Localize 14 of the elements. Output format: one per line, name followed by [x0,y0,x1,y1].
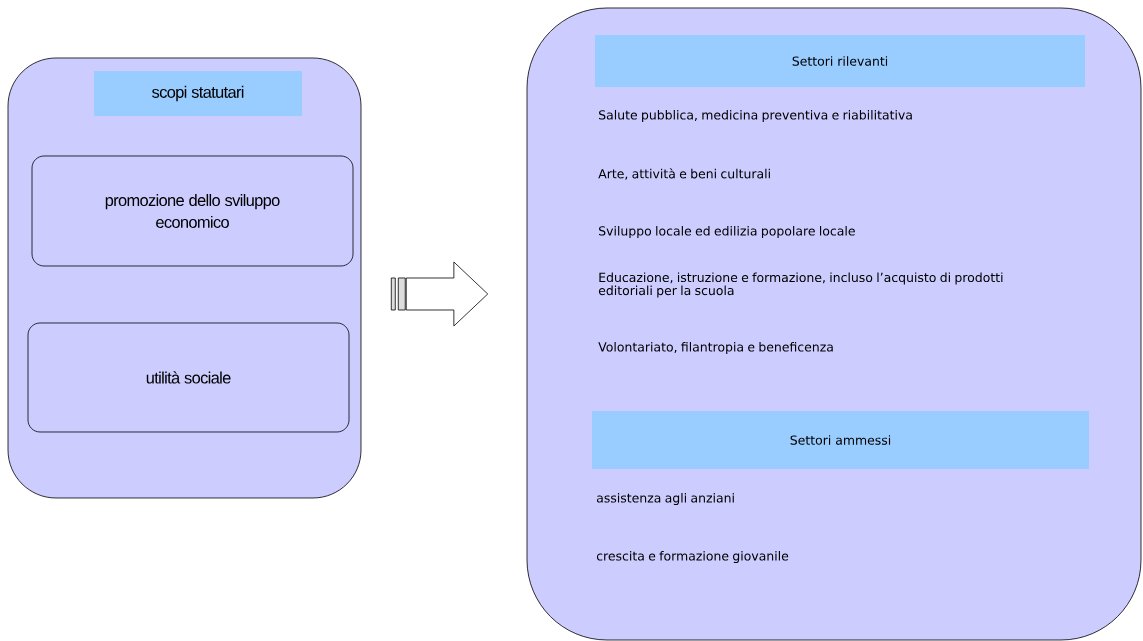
heading-band: scopi statutari [94,71,302,116]
block-arrow [390,261,489,327]
rounded-box: utilità sociale [27,322,350,433]
list-item: Volontariato, filantropia e beneficenza [598,341,833,354]
rounded-panel [7,57,362,499]
heading-band: Settori rilevanti [595,35,1085,87]
list-item: Sviluppo locale ed edilizia popolare locale [599,225,855,238]
rounded-box: promozione dello sviluppo economico [31,155,354,267]
list-item: Educazione, istruzione e formazione, incluso l’acquisto di prodotti editoriali per la scuola [598,272,1003,298]
list-item: assistenza agli anziani [596,492,734,505]
heading-band: Settori ammessi [592,411,1089,469]
list-item: Arte, attività e beni culturali [598,168,770,180]
list-item: Salute pubblica, medicina preventiva e riabilitativa [599,109,912,123]
list-item: crescita e formazione giovanile [596,550,789,563]
